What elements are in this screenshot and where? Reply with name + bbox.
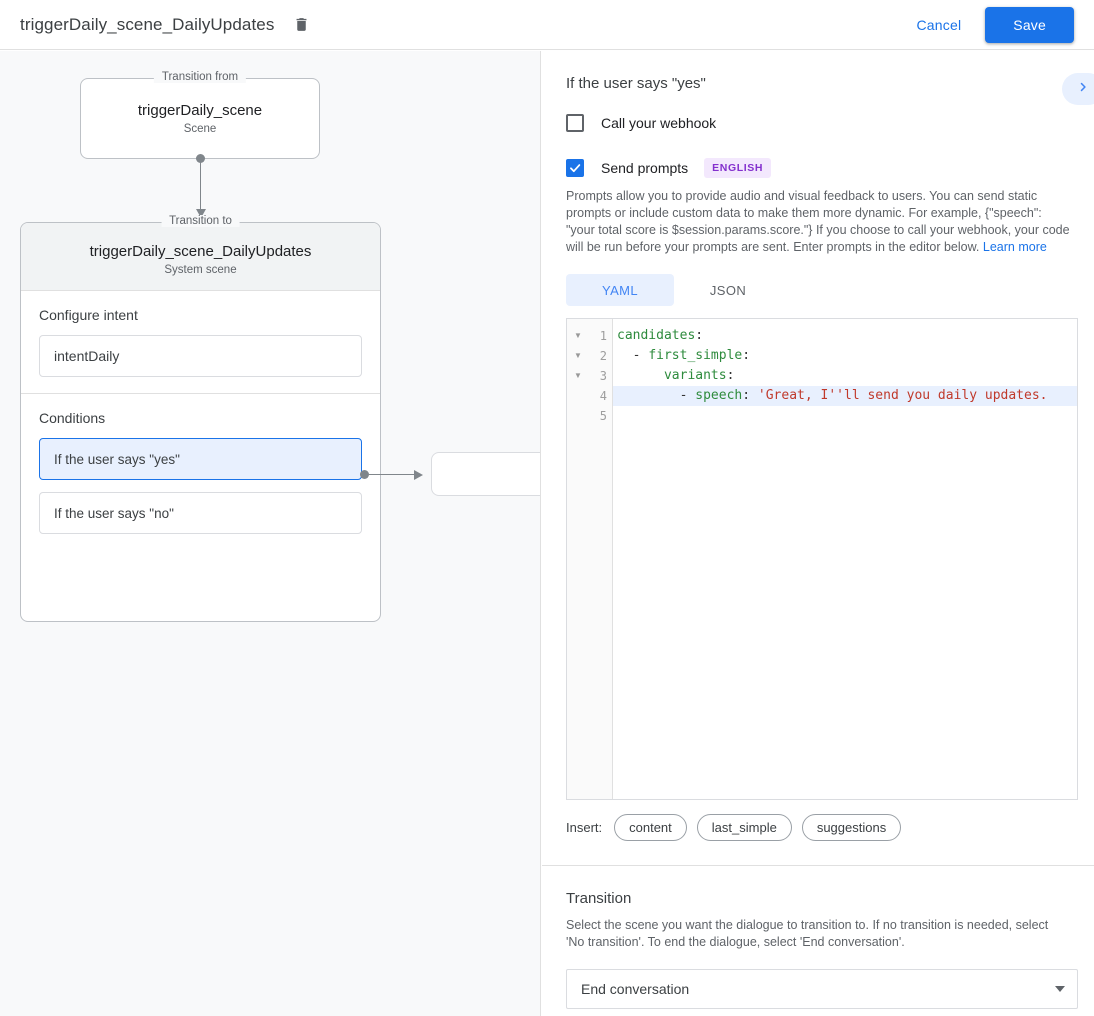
condition-item-no[interactable]: If the user says "no": [39, 492, 362, 534]
condition-item-yes[interactable]: If the user says "yes": [39, 438, 362, 480]
send-prompts-row[interactable]: Send prompts ENGLISH: [566, 158, 1070, 178]
insert-chip-content[interactable]: content: [614, 814, 687, 841]
prompt-code-editor[interactable]: ▼ ▼ ▼ 1 2 3 4 5 candidates: - first_simple: va…: [566, 318, 1078, 800]
transition-to-node[interactable]: Transition to triggerDaily_scene_DailyUp…: [20, 215, 381, 622]
code-token: :: [742, 348, 751, 363]
panel-title: If the user says "yes": [566, 75, 706, 92]
code-token: [617, 368, 664, 383]
code-token: -: [617, 348, 649, 363]
send-prompts-label: Send prompts: [601, 160, 689, 176]
editor-fold-toggle[interactable]: ▼: [574, 351, 582, 360]
chevron-right-icon: [1074, 78, 1092, 101]
code-token: :: [726, 368, 735, 383]
code-token: :: [742, 388, 758, 403]
condition-detail-panel: If the user says "yes" Call your webhook: [542, 51, 1094, 1016]
transition-from-node[interactable]: Transition from triggerDaily_scene Scene: [80, 71, 320, 159]
trash-icon: [293, 16, 310, 33]
code-token: variants: [663, 368, 727, 383]
editor-line[interactable]: variants:: [613, 366, 1077, 386]
check-icon: [568, 161, 582, 175]
send-prompts-checkbox[interactable]: [566, 159, 584, 177]
transition-to-header: triggerDaily_scene_DailyUpdates System s…: [21, 223, 380, 290]
editor-code-area[interactable]: candidates: - first_simple: variants: - …: [613, 319, 1077, 799]
delete-button[interactable]: [288, 12, 314, 38]
condition-connector-dot: [360, 470, 369, 479]
conditions-section: Conditions If the user says "yes" If the…: [21, 393, 380, 550]
tab-yaml[interactable]: YAML: [566, 274, 674, 306]
editor-line[interactable]: [613, 406, 1077, 426]
call-webhook-label: Call your webhook: [601, 115, 717, 131]
condition-connector-line: [369, 474, 421, 475]
insert-label: Insert:: [566, 820, 603, 835]
editor-line-number: 4: [599, 389, 607, 403]
panel-header: If the user says "yes": [542, 51, 1094, 105]
editor-line-numbers: 1 2 3 4 5: [589, 319, 613, 799]
transition-to-title: triggerDaily_scene_DailyUpdates: [89, 243, 312, 260]
editor-fold-toggle[interactable]: ▼: [574, 371, 582, 380]
code-token: speech: [695, 388, 743, 403]
transition-select[interactable]: End conversation: [566, 969, 1078, 1009]
transition-from-subtitle: Scene: [183, 123, 217, 135]
save-button[interactable]: Save: [985, 6, 1074, 43]
editor-fold-toggle[interactable]: ▼: [574, 331, 582, 340]
tab-json[interactable]: JSON: [709, 282, 747, 298]
conditions-label: Conditions: [39, 410, 106, 426]
editor-fold-gutter[interactable]: ▼ ▼ ▼: [567, 319, 589, 799]
connector-line-vertical: [200, 159, 201, 211]
expand-panel-button[interactable]: [1062, 73, 1094, 105]
editor-line-number: 1: [599, 329, 607, 343]
transition-to-legend: Transition to: [161, 215, 240, 227]
editor-format-tabs: YAML JSON: [566, 274, 1070, 306]
insert-chip-suggestions[interactable]: suggestions: [801, 814, 902, 841]
editor-line-number: 3: [599, 369, 607, 383]
editor-line[interactable]: candidates:: [613, 326, 1077, 346]
transition-from-legend: Transition from: [153, 71, 247, 83]
topbar-actions: Cancel Save: [903, 6, 1074, 43]
code-token: first_simple: [648, 348, 743, 363]
panel-body: Call your webhook Send prompts ENGLISH P…: [542, 114, 1094, 1009]
configure-intent-label: Configure intent: [39, 307, 138, 323]
prompts-description-text: Prompts allow you to provide audio and v…: [566, 189, 1070, 254]
scene-graph-canvas[interactable]: Transition from triggerDaily_scene Scene…: [0, 51, 541, 1016]
cancel-button[interactable]: Cancel: [903, 8, 976, 42]
editor-line-number: 5: [599, 409, 607, 423]
code-token: 'Great, I''ll send you daily updates.: [757, 388, 1048, 403]
panel-section-divider: [542, 865, 1094, 866]
condition-connector-arrow: [414, 470, 423, 480]
editor-line[interactable]: - first_simple:: [613, 346, 1077, 366]
connector-dot: [196, 154, 205, 163]
code-token: candidates: [617, 328, 696, 343]
configure-intent-section: Configure intent intentDaily: [21, 290, 380, 393]
connector-arrow-down: [196, 209, 206, 218]
insert-chips-row: Insert: content last_simple suggestions: [566, 814, 1070, 841]
code-token: :: [695, 328, 704, 343]
page-title: triggerDaily_scene_DailyUpdates: [20, 14, 275, 34]
transition-to-subtitle: System scene: [164, 264, 237, 276]
target-node-placeholder[interactable]: [431, 452, 540, 496]
chevron-down-icon: [1055, 986, 1065, 992]
transition-section-title: Transition: [566, 890, 632, 907]
editor-line-number: 2: [599, 349, 607, 363]
language-badge: ENGLISH: [704, 158, 772, 178]
call-webhook-row[interactable]: Call your webhook: [566, 114, 1070, 132]
transition-select-value: End conversation: [581, 981, 690, 997]
editor-line[interactable]: - speech: 'Great, I''ll send you daily u…: [613, 386, 1077, 406]
prompts-description: Prompts allow you to provide audio and v…: [566, 188, 1070, 256]
call-webhook-checkbox[interactable]: [566, 114, 584, 132]
insert-chip-last-simple[interactable]: last_simple: [696, 814, 792, 841]
transition-section-description: Select the scene you want the dialogue t…: [566, 918, 1049, 949]
editor-fold-toggle: [567, 386, 589, 406]
editor-fold-toggle: [567, 406, 589, 426]
transition-from-title: triggerDaily_scene: [137, 102, 263, 119]
learn-more-link[interactable]: Learn more: [982, 240, 1047, 254]
top-app-bar: triggerDaily_scene_DailyUpdates Cancel S…: [0, 0, 1094, 50]
code-token: -: [617, 388, 696, 403]
intent-field[interactable]: intentDaily: [39, 335, 362, 377]
